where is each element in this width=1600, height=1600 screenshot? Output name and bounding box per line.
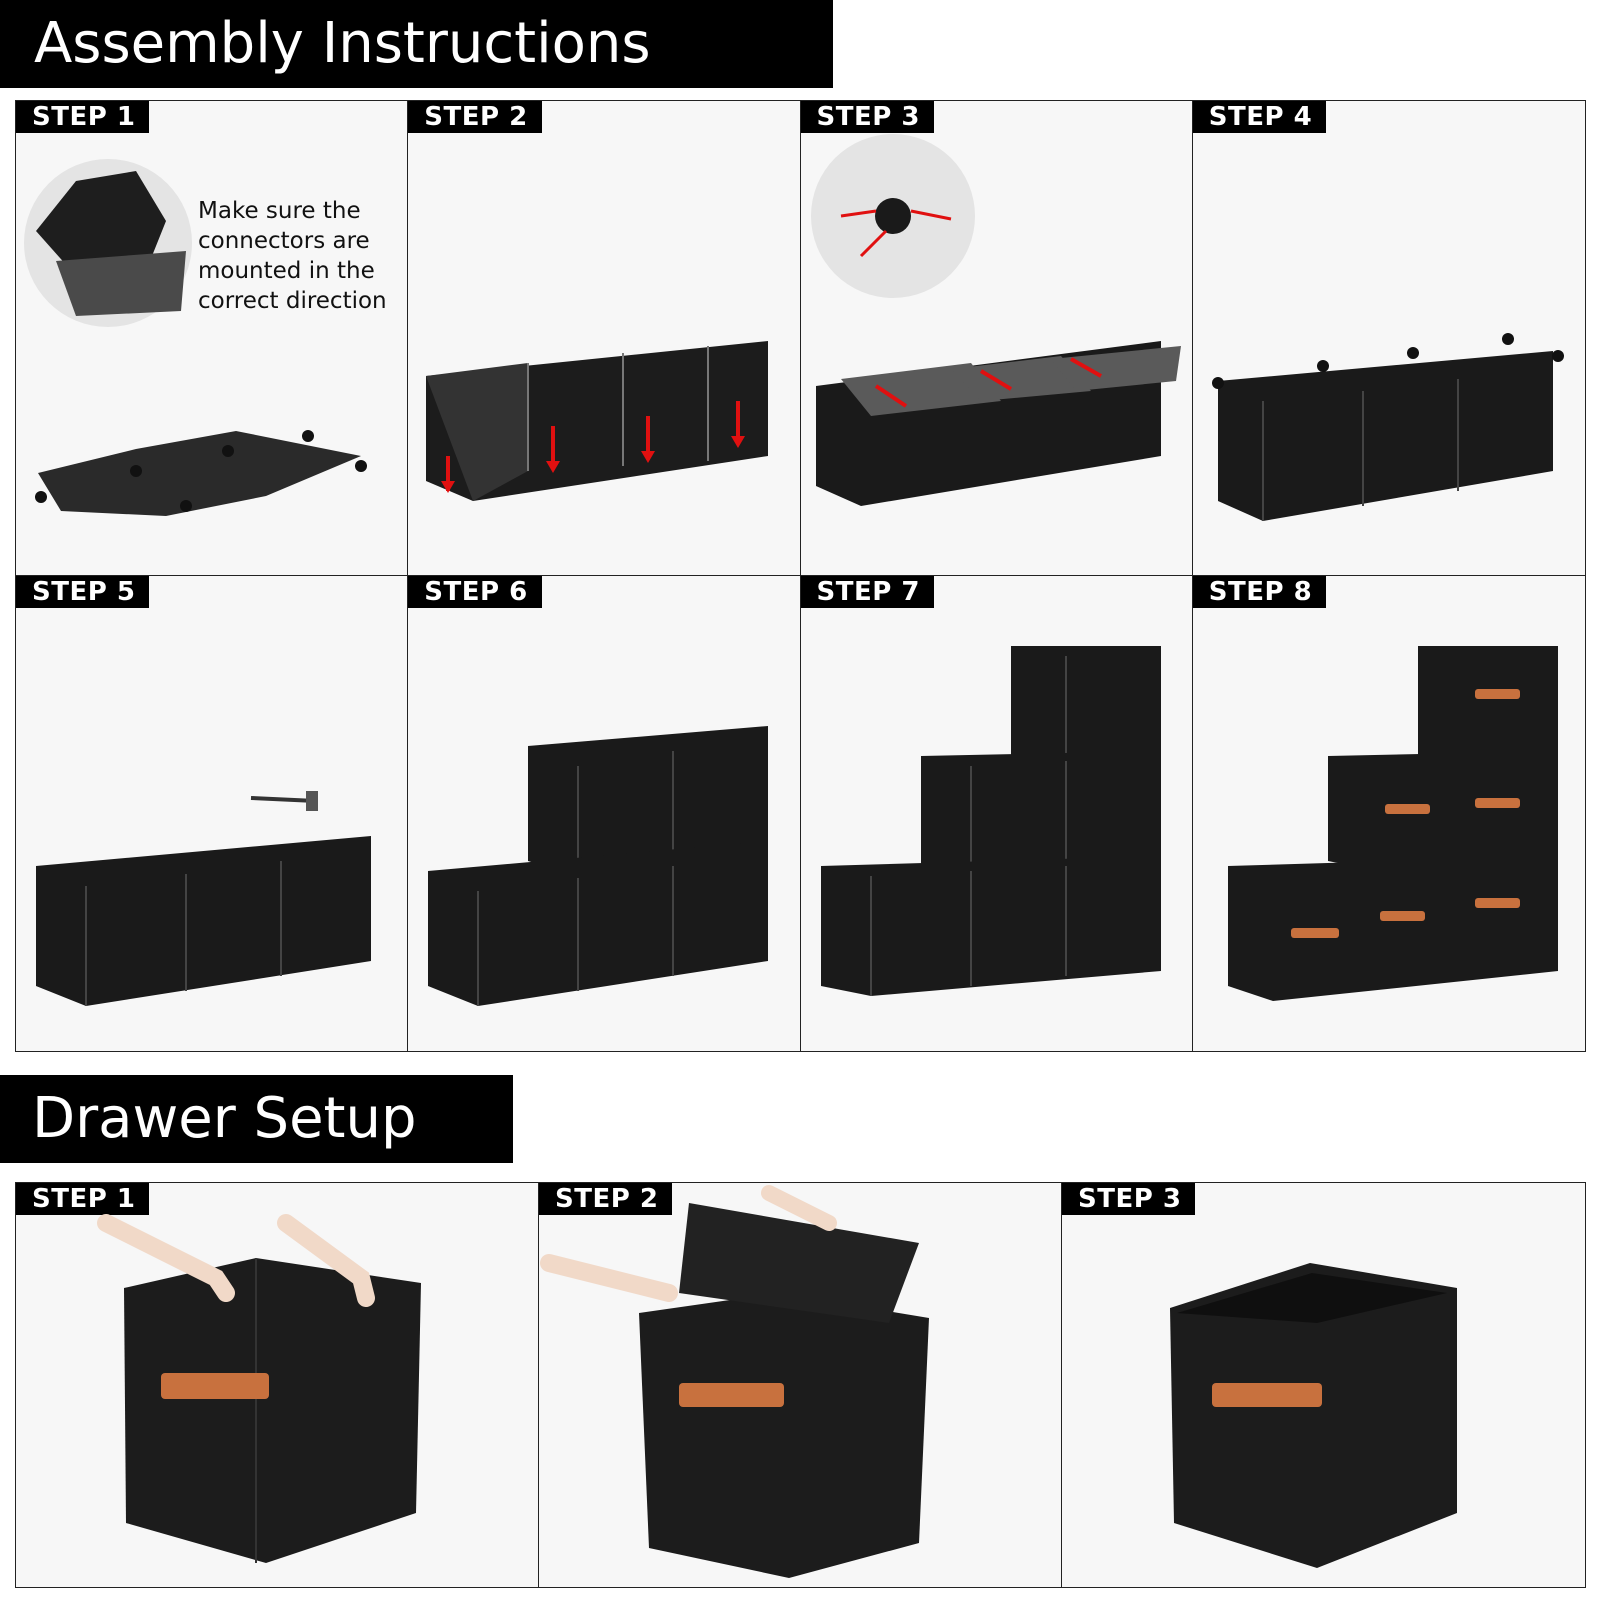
drawer-setup-title: Drawer Setup (0, 1075, 513, 1163)
drawer-step-2: STEP 2 (539, 1183, 1062, 1587)
step-label: STEP 5 (16, 576, 150, 608)
staircase-frame-illustration (820, 646, 1161, 996)
drawer-step-1: STEP 1 (16, 1183, 539, 1587)
step-label: STEP 6 (408, 576, 542, 608)
step-label: STEP 1 (16, 101, 150, 133)
drawer-steps-grid: STEP 1 STEP 2 STEP 3 (15, 1182, 1586, 1588)
assembly-steps-grid: STEP 1 Make sure the connectors are moun… (15, 100, 1586, 1052)
step-label: STEP 3 (1062, 1183, 1196, 1215)
step-label: STEP 4 (1192, 101, 1327, 133)
step-label: STEP 2 (408, 101, 542, 133)
step-label: STEP 1 (16, 1183, 150, 1215)
side-panels-illustration (426, 341, 769, 501)
insert-bottom-panel-illustration (540, 1185, 929, 1578)
finished-bin-illustration (1170, 1263, 1457, 1568)
assembly-step-7: STEP 7 (800, 576, 1193, 1051)
assembly-step-3: STEP 3 (800, 101, 1193, 576)
assembly-title: Assembly Instructions (0, 0, 833, 88)
step-label: STEP 2 (539, 1183, 673, 1215)
connector-direction-note: Make sure the connectors are mounted in … (198, 198, 387, 314)
second-tier-illustration (428, 726, 769, 1006)
step-label: STEP 8 (1192, 576, 1327, 608)
connector-base-illustration (24, 159, 367, 516)
assembly-step-6: STEP 6 (408, 576, 801, 1051)
three-cube-base-illustration (1211, 333, 1564, 521)
staircase-with-drawers-illustration (1227, 646, 1558, 1001)
assembly-step-5: STEP 5 (16, 576, 409, 1051)
hammer-connectors-illustration (36, 791, 371, 1006)
top-panels-illustration (810, 134, 1181, 506)
assembly-step-4: STEP 4 (1192, 101, 1585, 576)
drawer-step-3: STEP 3 (1062, 1183, 1585, 1587)
step-label: STEP 7 (800, 576, 934, 608)
unfold-bin-illustration (97, 1214, 421, 1563)
assembly-step-8: STEP 8 (1192, 576, 1585, 1051)
assembly-step-2: STEP 2 (408, 101, 801, 576)
step-label: STEP 3 (800, 101, 934, 133)
assembly-step-1: STEP 1 Make sure the connectors are moun… (16, 101, 409, 576)
